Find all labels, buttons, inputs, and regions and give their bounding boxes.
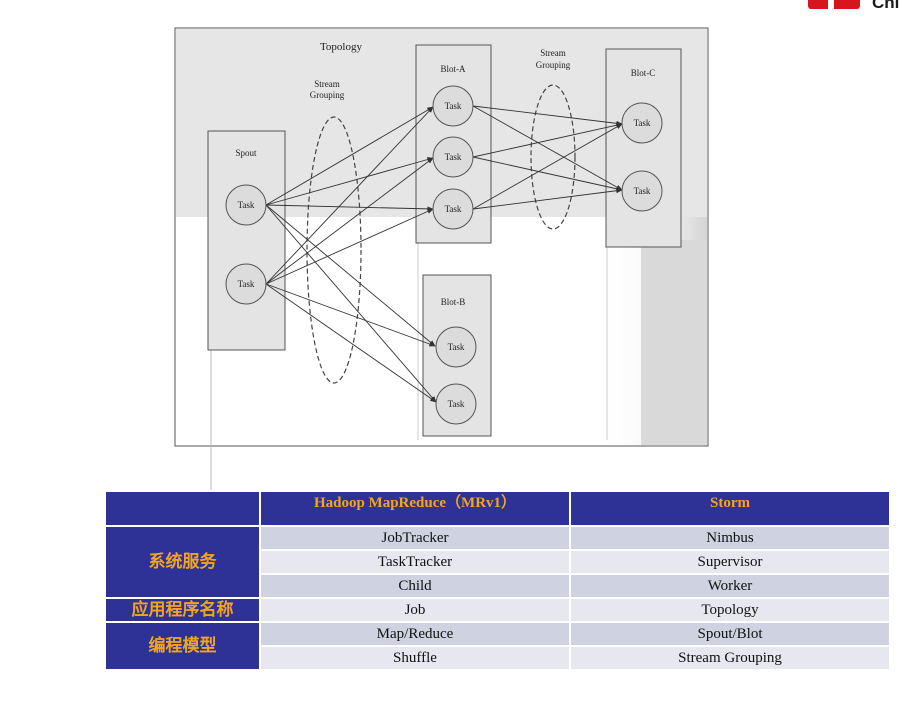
table-cell: Supervisor xyxy=(569,549,891,575)
table-cell: Shuffle xyxy=(259,645,571,671)
table-cell: Worker xyxy=(569,573,891,599)
blot-c-box xyxy=(605,48,682,248)
brand-logo-text: Chi xyxy=(872,0,900,12)
edge-arrow xyxy=(265,157,434,285)
category-app-name: 应用程序名称 xyxy=(104,597,261,623)
blot-b-title: Blot-B xyxy=(441,297,466,307)
grouping-left-line2: Grouping xyxy=(310,90,345,100)
edge-arrow xyxy=(265,157,434,206)
table-header-row: Hadoop MapReduce（MRv1） Storm xyxy=(104,490,891,527)
table-cell: JobTracker xyxy=(259,525,571,551)
stream-grouping-right xyxy=(530,84,576,230)
blot-a-task-1 xyxy=(432,85,474,127)
edge-arrow xyxy=(265,106,434,206)
task-label: Task xyxy=(445,101,462,111)
stream-grouping-left xyxy=(306,116,362,384)
edge-arrow xyxy=(265,204,434,212)
task-label: Task xyxy=(445,204,462,214)
blot-a-title: Blot-A xyxy=(440,64,466,74)
blot-c-task-2 xyxy=(621,170,663,212)
grouping-right-line1: Stream xyxy=(540,48,566,58)
spout-task-2 xyxy=(225,263,267,305)
blot-a-task-2 xyxy=(432,136,474,178)
edge-arrow xyxy=(265,204,436,347)
header-hadoop: Hadoop MapReduce（MRv1） xyxy=(259,490,571,527)
blot-b-task-2 xyxy=(435,383,477,425)
stream-arrows xyxy=(265,105,623,403)
category-system-services: 系统服务 xyxy=(104,525,261,599)
brand-logo-mark xyxy=(808,0,860,9)
topology-svg: Topology Stream Grouping Stream Grouping… xyxy=(174,27,709,490)
topology-side-shade-dark xyxy=(641,240,707,445)
edge-arrow xyxy=(472,122,623,158)
table-row: Child Worker xyxy=(105,573,891,599)
spout-task-1 xyxy=(225,184,267,226)
edge-arrow xyxy=(265,283,436,347)
task-label: Task xyxy=(448,342,465,352)
grouping-left-line1: Stream xyxy=(314,79,340,89)
edge-arrow xyxy=(472,188,623,210)
edge-arrow xyxy=(265,283,437,403)
category-programming-model: 编程模型 xyxy=(104,621,261,671)
table-row: 编程模型 Map/Reduce Spout/Blot xyxy=(104,621,891,671)
topology-label: Topology xyxy=(320,41,363,53)
task-label: Task xyxy=(445,152,462,162)
task-label: Task xyxy=(448,399,465,409)
edge-arrow xyxy=(472,123,623,210)
table-cell: Nimbus xyxy=(569,525,891,551)
table-row: 应用程序名称 Job Topology xyxy=(104,597,891,623)
spout-title: Spout xyxy=(235,148,257,158)
edge-arrow xyxy=(265,106,434,285)
table-row: 系统服务 JobTracker Nimbus xyxy=(104,525,891,599)
edge-arrow xyxy=(472,105,623,191)
task-label: Task xyxy=(634,118,651,128)
storm-topology-diagram: Topology Stream Grouping Stream Grouping… xyxy=(174,27,709,490)
comparison-table: Hadoop MapReduce（MRv1） Storm 系统服务 JobTra… xyxy=(104,490,891,671)
blot-c-title: Blot-C xyxy=(631,68,656,78)
table-cell: Job xyxy=(259,597,571,623)
table-cell: Map/Reduce xyxy=(259,621,571,647)
spout-box xyxy=(207,130,286,351)
edge-arrow xyxy=(265,204,437,403)
table-cell: Child xyxy=(259,573,571,599)
table-cell: TaskTracker xyxy=(259,549,571,575)
table-row: TaskTracker Supervisor xyxy=(105,549,891,575)
task-label: Task xyxy=(238,279,255,289)
table-row: Shuffle Stream Grouping xyxy=(105,645,891,671)
blot-c-task-1 xyxy=(621,102,663,144)
table-cell: Stream Grouping xyxy=(569,645,891,671)
header-empty xyxy=(104,490,261,527)
table-cell: Topology xyxy=(569,597,891,623)
edge-arrow xyxy=(265,208,434,285)
header-storm: Storm xyxy=(569,490,891,527)
task-label: Task xyxy=(238,200,255,210)
blot-b-task-1 xyxy=(435,326,477,368)
edge-arrow xyxy=(472,105,623,126)
edge-arrow xyxy=(472,156,623,192)
grouping-right-line2: Grouping xyxy=(536,60,571,70)
blot-a-task-3 xyxy=(432,188,474,230)
table-cell: Spout/Blot xyxy=(569,621,891,647)
task-label: Task xyxy=(634,186,651,196)
